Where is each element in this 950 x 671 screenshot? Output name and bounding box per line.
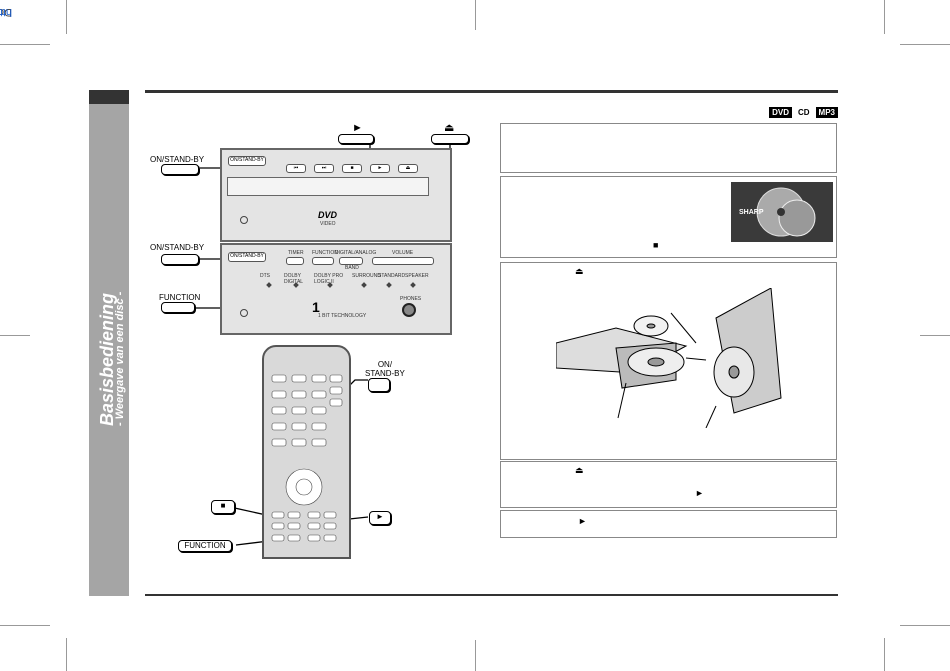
watermark-link[interactable]: http://www.usersmanualguide.com/	[0, 6, 12, 18]
mp3-logo: MP3	[815, 107, 838, 118]
crop-mark	[475, 0, 476, 30]
function-remote-callout: FUNCTION	[178, 540, 232, 552]
eject-icon: ⏏	[575, 266, 584, 276]
one-bit-label: 1 BIT TECHNOLOGY	[318, 313, 367, 319]
cd-logo: CD	[797, 108, 810, 117]
play-callout-button	[338, 134, 374, 144]
on-standby-label: ON/STAND-BY	[150, 155, 205, 164]
sharp-logo: SHARP	[739, 209, 764, 216]
eject-callout-button	[431, 134, 469, 144]
function-label: FUNCTION	[159, 293, 201, 302]
eject-icon: ⏏	[444, 122, 455, 134]
crop-mark	[475, 640, 476, 671]
step-2-box: ■ SHARP	[500, 176, 837, 258]
digital-analog-label: DIGITAL/ANALOG	[335, 250, 377, 256]
crop-mark	[0, 44, 50, 45]
phones-jack-icon[interactable]	[402, 303, 416, 317]
one-bit-logo-icon: 1	[312, 299, 320, 315]
on-standby-label: ON/STAND-BY	[150, 243, 205, 252]
format-logos: DVD CD MP3	[769, 107, 838, 118]
on-standby-callout-button	[161, 164, 199, 175]
sidebar-subtitle: - Weergave van een disc -	[114, 291, 126, 426]
dvd-logo: DVD	[318, 210, 338, 220]
eject-icon: ⏏	[575, 465, 584, 475]
disc-loading-illustration	[556, 288, 782, 428]
stop-button[interactable]: ■	[342, 164, 362, 173]
page-tab	[89, 90, 129, 104]
step-5-box: ►	[500, 510, 837, 538]
led-icon	[361, 282, 367, 288]
function-button[interactable]	[312, 257, 334, 265]
phones-label: PHONES	[400, 296, 422, 302]
on-standby-remote-callout	[368, 378, 390, 392]
stop-icon: ■	[653, 240, 659, 250]
on-standby-callout-button	[161, 254, 199, 265]
eject-button[interactable]: ⏏	[398, 164, 418, 173]
crop-mark	[884, 0, 885, 34]
cd-unit-panel: ON/STAND-BY ⏮ ⏭ ■ ► ⏏ DVD VIDEO	[220, 148, 452, 242]
volume-label: VOLUME	[392, 250, 414, 256]
indicator-surround: SURROUND	[352, 273, 381, 279]
sensor-icon	[240, 216, 248, 224]
footer-rule	[145, 594, 838, 596]
play-icon: ►	[376, 512, 384, 521]
play-icon: ►	[352, 122, 363, 134]
skip-back-button[interactable]: ⏮	[286, 164, 306, 173]
indicator-dts: DTS	[260, 273, 270, 279]
timer-label: TIMER	[288, 250, 304, 256]
timer-button[interactable]	[286, 257, 304, 265]
crop-mark	[0, 335, 30, 336]
function-callout-button	[161, 302, 195, 313]
disc-photo-graphic	[756, 187, 816, 237]
crop-mark	[900, 625, 950, 626]
on-standby-remote-label: ON/ STAND-BY	[365, 360, 405, 378]
play-remote-callout: ►	[369, 511, 391, 525]
amplifier-panel: ON/STAND-BY TIMER FUNCTION DIGITAL/ANALO…	[220, 243, 452, 335]
remote-buttons	[271, 374, 343, 542]
led-icon	[266, 282, 272, 288]
play-icon: ►	[578, 516, 587, 526]
step-4-box: ⏏ ►	[500, 461, 837, 508]
indicator-standard: STANDARD	[378, 273, 406, 279]
stop-callout-button: ■	[211, 500, 235, 514]
crop-mark	[66, 0, 67, 34]
step-1-box	[500, 123, 837, 173]
crop-mark	[920, 335, 950, 336]
play-icon: ►	[695, 488, 704, 498]
on-standby-button[interactable]: ON/STAND-BY	[228, 156, 266, 166]
led-icon	[386, 282, 392, 288]
crop-mark	[884, 638, 885, 671]
indicator-dolby-pro-logic: DOLBY PRO LOGIC II	[314, 273, 344, 285]
step-3-box: ⏏	[500, 262, 837, 460]
watermark: Downloaded from: http://www.usersmanualg…	[0, 4, 14, 344]
video-label: VIDEO	[320, 221, 336, 227]
dvd-logo: DVD	[769, 107, 792, 118]
disc-photo: SHARP	[731, 182, 833, 242]
function-label: FUNCTION	[312, 250, 338, 256]
function-remote-label: FUNCTION	[184, 541, 226, 550]
sidebar: Basisbediening - Weergave van een disc -	[89, 104, 129, 596]
header-rule	[145, 90, 838, 93]
play-button[interactable]: ►	[370, 164, 390, 173]
volume-control[interactable]	[372, 257, 434, 265]
led-icon	[410, 282, 416, 288]
digital-analog-button[interactable]	[339, 257, 363, 265]
disc-tray[interactable]	[227, 177, 429, 196]
crop-mark	[0, 625, 50, 626]
stop-icon: ■	[220, 501, 226, 510]
crop-mark	[900, 44, 950, 45]
remote-control	[262, 345, 351, 559]
on-standby-button[interactable]: ON/STAND-BY	[228, 252, 266, 262]
crop-mark	[66, 638, 67, 671]
skip-forward-button[interactable]: ⏭	[314, 164, 334, 173]
sensor-icon	[240, 309, 248, 317]
band-label: BAND	[345, 265, 359, 271]
indicator-speaker: SPEAKER	[405, 273, 429, 279]
indicator-dolby-digital: DOLBY DIGITAL	[284, 273, 304, 285]
